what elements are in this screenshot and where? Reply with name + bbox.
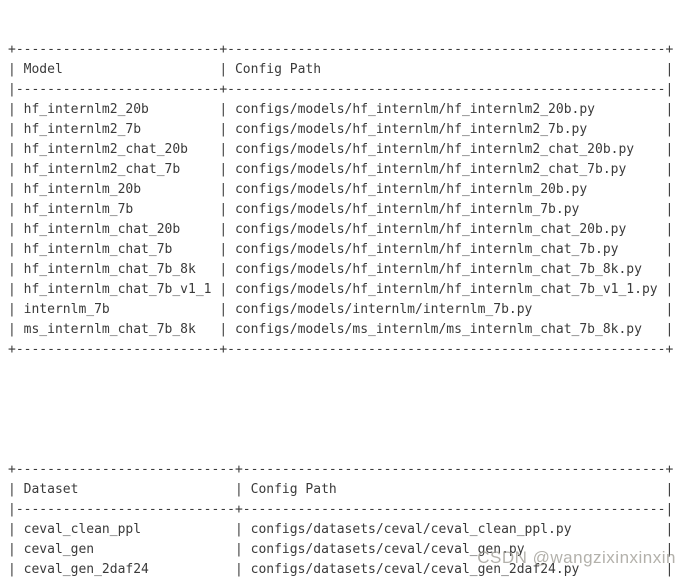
console-text: +--------------------------+------------… bbox=[8, 0, 673, 580]
table-gap bbox=[8, 400, 673, 420]
models-config-table: +--------------------------+------------… bbox=[8, 42, 674, 357]
datasets-config-table: +----------------------------+----------… bbox=[8, 462, 674, 577]
